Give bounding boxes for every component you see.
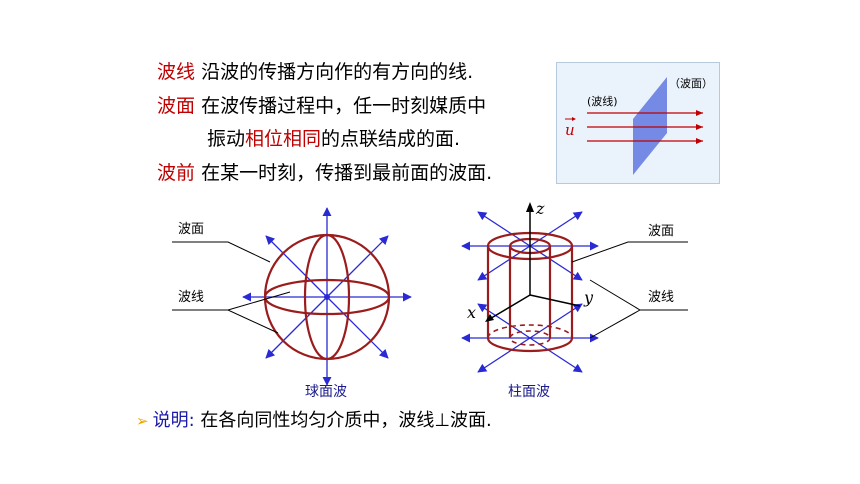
ray [326,296,389,359]
definition-text: 在波传播过程中，任一时刻媒质中 [201,95,487,117]
sphere-leader-lines [172,241,291,334]
wave-source-point [324,294,330,300]
sphere-caption: 球面波 [305,384,347,400]
ray-arrowheads [696,110,703,144]
leader-line-ray [227,291,291,311]
sphere-equator [263,278,391,316]
inset-label-velocity: u [565,121,575,139]
definition-wave-line: 波线 沿波的传播方向作的有方向的线. [157,60,473,84]
axis-z-arrowhead [526,202,534,212]
highlight-same-phase: 相位相同 [245,128,322,150]
wave-surface-plane [633,77,667,175]
bullet-arrow-icon: ➢ [136,412,149,430]
ray [529,337,583,373]
definition-text: 沿波的传播方向作的有方向的线. [201,61,474,83]
definition-text: 振动 [207,128,246,150]
axis-x-arrowhead [485,314,494,322]
ray [477,245,531,281]
leader-line-ray [589,309,641,339]
cylinder-bottom-back [487,324,573,339]
cylinder-caption: 柱面波 [508,384,550,400]
coordinate-axes [487,206,581,321]
cylinder-top-outer [486,231,574,261]
inset-label-wave-line: (波线) [587,95,618,108]
arrowhead [696,124,703,130]
explanation-note: ➢说明: 在各向同性均匀介质中，波线⊥波面. [136,409,492,433]
cylinder-top-inner [508,237,552,255]
term-wave-surface: 波面 [157,95,196,117]
sphere-label-wave-line: 波线 [178,290,205,305]
leader-line-ray [172,309,279,334]
inner-bottom [509,330,551,346]
velocity-vector-head [572,117,576,121]
note-text: 在各向同性均匀介质中，波线⊥波面. [194,410,492,431]
arrowhead [696,110,703,116]
sphere-label-wave-surface: 波面 [178,222,205,237]
inset-label-wave-surface: （波面） [669,77,713,90]
term-wave-front: 波前 [157,162,196,184]
cylinder-label-wave-line: 波线 [648,290,675,305]
term-wave-line: 波线 [157,61,196,83]
cylinder-bottom-front [486,337,574,353]
cylinder-hidden-edges [487,324,573,346]
axis-y [529,294,581,307]
ray [326,235,389,298]
ray [529,303,583,339]
spherical-rays [242,207,412,386]
ray [477,303,531,339]
ray [265,235,328,298]
ray [265,296,328,359]
wave-line-arrows [587,112,703,142]
sphere-surface [263,233,391,361]
plane-wave-inset: （波面） (波线) u [556,62,720,184]
ray [529,245,583,281]
ray [477,337,531,373]
cylinder-label-wave-surface: 波面 [648,224,675,239]
sphere-meridian [303,233,351,361]
spherical-wave [172,207,412,386]
leader-line-surface [571,241,688,263]
axis-label-x: x [467,303,477,322]
sphere-outline [263,233,391,361]
plane-wave-figure [565,77,703,175]
cylinder-surface [486,231,574,353]
arrowhead [696,138,703,144]
axis-label-z: z [536,199,545,218]
definition-text: 的点联结成的面. [321,128,461,150]
leader-line-surface [172,241,271,263]
cylinder-rays [461,211,599,373]
definition-wave-surface-continued: 振动相位相同的点联结成的面. [207,127,460,151]
axis-x [487,294,531,321]
note-key: 说明: [152,410,195,431]
definition-wave-front: 波前 在某一时刻，传播到最前面的波面. [157,161,492,185]
axis-label-y: y [584,288,594,307]
ray [477,211,531,247]
definition-wave-surface: 波面 在波传播过程中，任一时刻媒质中 [157,94,486,118]
definition-text: 在某一时刻，传播到最前面的波面. [201,162,493,184]
